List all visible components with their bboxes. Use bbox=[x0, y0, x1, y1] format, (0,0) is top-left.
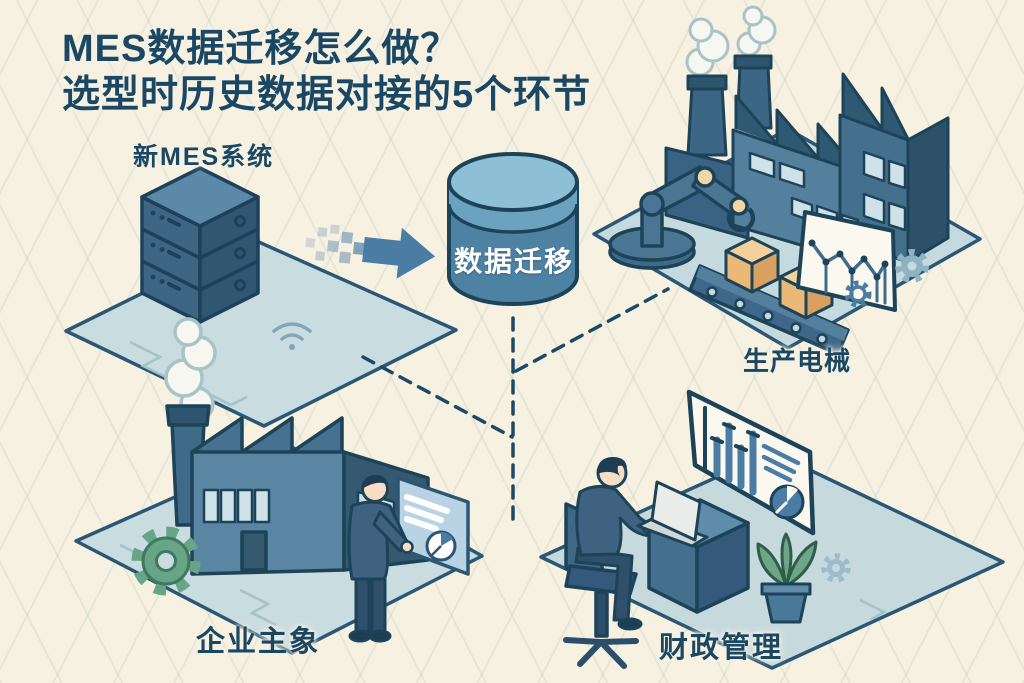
connector-server-to-db bbox=[361, 355, 514, 439]
enterprise-scene bbox=[131, 317, 470, 643]
gear-icon bbox=[821, 553, 851, 583]
laptop-screen bbox=[650, 480, 702, 542]
desk-side bbox=[695, 521, 750, 614]
pie-chart-icon bbox=[425, 530, 457, 562]
dashboard-screen-icon bbox=[686, 389, 816, 536]
person-leg bbox=[370, 570, 387, 634]
chimney-icon bbox=[686, 84, 728, 157]
laptop-icon bbox=[636, 480, 709, 548]
production-scene bbox=[608, 5, 950, 356]
pie-chart-board-icon bbox=[396, 476, 470, 576]
chart-dots bbox=[808, 239, 889, 281]
pot-body bbox=[764, 592, 808, 624]
dashed-connectors bbox=[361, 287, 670, 523]
plant-leaves bbox=[756, 532, 818, 588]
circuit-trace-icon bbox=[129, 340, 171, 381]
chair-base bbox=[563, 637, 639, 669]
pot-rim bbox=[760, 582, 812, 596]
circuit-trace-icon bbox=[239, 588, 277, 627]
person-hand bbox=[400, 540, 414, 554]
conveyor-rollers bbox=[706, 286, 828, 345]
cardboard-box-icon bbox=[724, 236, 780, 294]
page-title: MES数据迁移怎么做？ 选型时历史数据对接的5个环节 bbox=[62, 26, 591, 119]
person-legs bbox=[574, 546, 634, 622]
gear-icon bbox=[844, 280, 872, 308]
title-line-1: MES数据迁移怎么做？ bbox=[62, 28, 460, 70]
label-enterprise-owner: 企业主象 bbox=[196, 626, 321, 658]
label-data-migration: 数据迁移 bbox=[453, 246, 574, 277]
server-led-dots bbox=[150, 210, 181, 291]
factory-door bbox=[240, 530, 268, 572]
server-stack-icon bbox=[140, 166, 260, 324]
pie-chart-icon bbox=[769, 484, 805, 520]
seated-person-icon bbox=[574, 457, 656, 631]
screen-text-lines bbox=[761, 443, 801, 483]
bar-chart-icon bbox=[703, 406, 760, 496]
database-cylinder-icon bbox=[447, 152, 579, 306]
label-new-mes-system: 新MES系统 bbox=[133, 143, 275, 171]
circuit-trace-icon bbox=[859, 598, 887, 622]
line-chart-panel-icon bbox=[796, 210, 897, 312]
person-hair bbox=[362, 474, 388, 489]
title-line-2: 选型时历史数据对接的5个环节 bbox=[62, 74, 592, 117]
person-arm bbox=[372, 510, 410, 553]
robot-arm-icon bbox=[608, 165, 756, 270]
person-torso bbox=[575, 485, 656, 557]
circuit-trace-icon bbox=[204, 390, 248, 407]
pixel-arrow-icon bbox=[305, 224, 436, 279]
potted-plant-icon bbox=[756, 532, 818, 624]
green-gear-icon bbox=[131, 526, 201, 596]
server-platform bbox=[64, 237, 458, 428]
gear-icon bbox=[895, 249, 929, 283]
wifi-icon bbox=[272, 322, 312, 350]
smoke-icon bbox=[685, 5, 777, 77]
connector-db-to-production bbox=[514, 287, 670, 373]
board-text-lines bbox=[404, 494, 450, 532]
finance-scene bbox=[563, 389, 851, 669]
standing-person-icon bbox=[347, 474, 414, 643]
person-leg bbox=[354, 570, 371, 634]
label-financial-management: 财政管理 bbox=[659, 632, 784, 664]
label-production-machinery: 生产电械 bbox=[743, 346, 852, 376]
person-hair bbox=[597, 457, 627, 476]
